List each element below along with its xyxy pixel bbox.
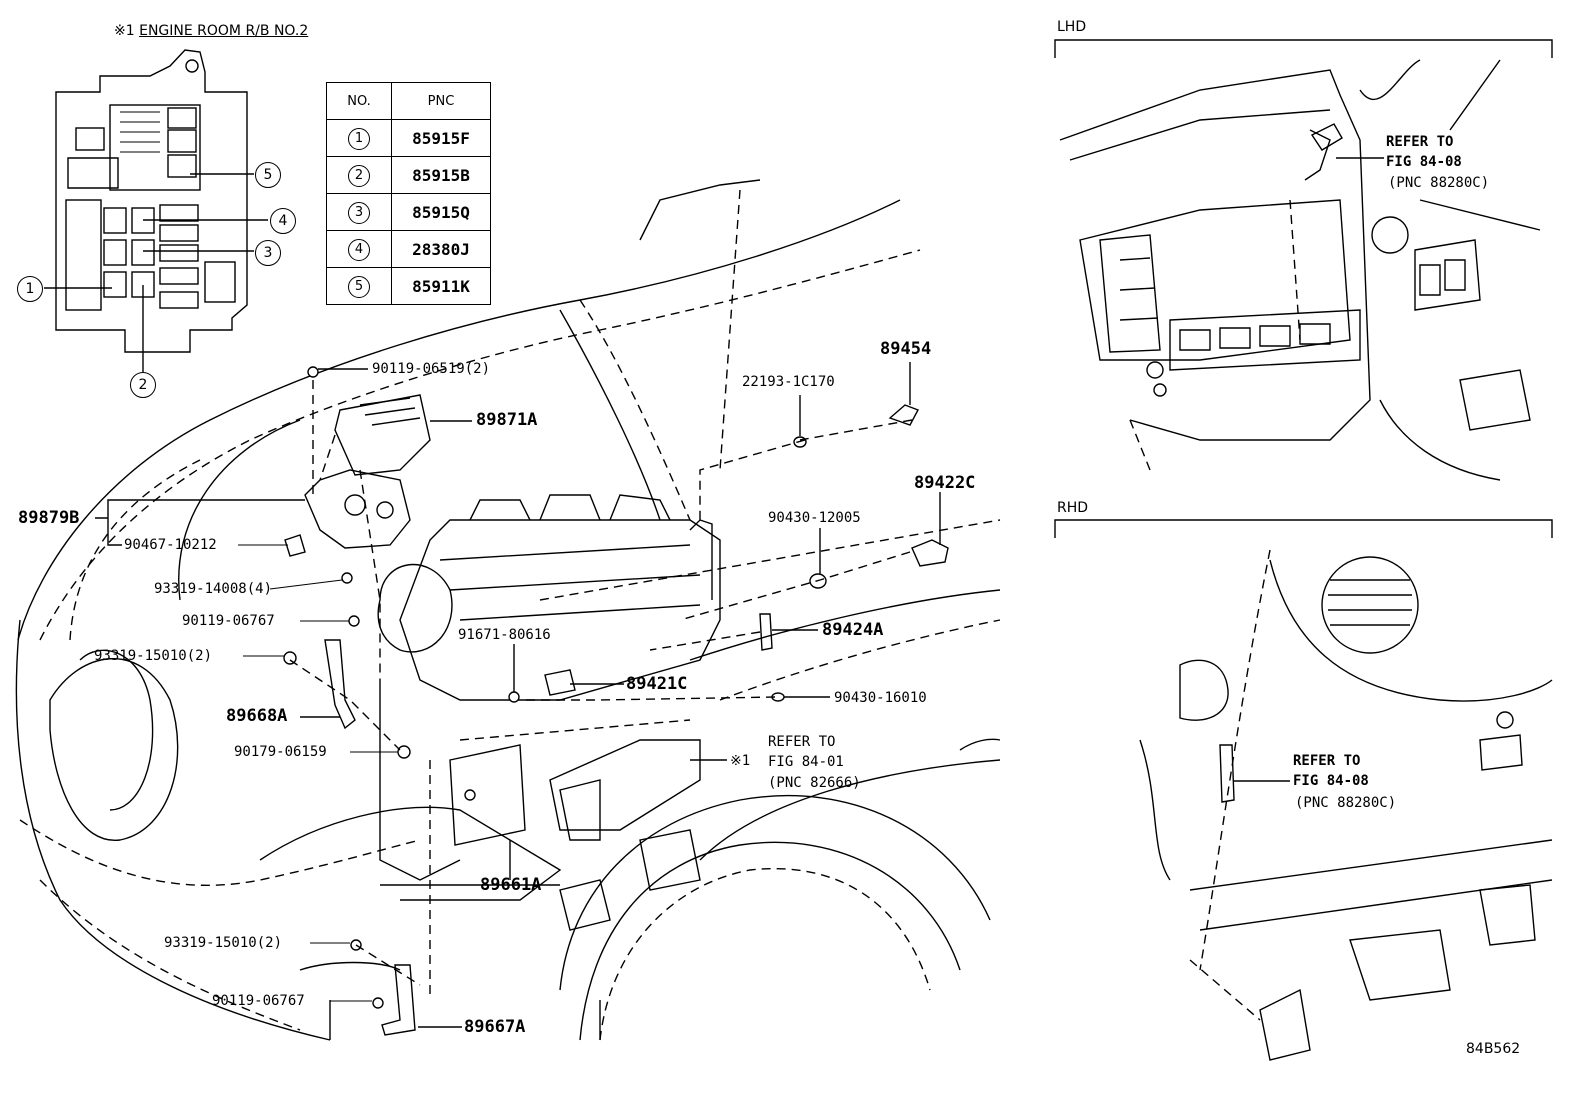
pnc-row-value: 85915B	[391, 156, 491, 194]
pnc-row-no: 4	[348, 238, 370, 261]
part-label-93319-15010-lower: 93319-15010(2)	[164, 935, 283, 951]
lhd-refer-line1: REFER TO	[1386, 134, 1454, 150]
pnc-row-value: 85915F	[391, 119, 491, 157]
refer-main-line2: FIG 84-01	[768, 754, 844, 770]
pnc-row-value: 28380J	[391, 230, 491, 268]
part-label-90119-06519: 90119-06519(2)	[372, 361, 491, 377]
part-label-90119-06767-upper: 90119-06767	[182, 613, 275, 629]
pnc-row-no: 2	[348, 164, 370, 187]
relay-callout-leaders	[44, 173, 268, 372]
table-row: 3 85915Q	[326, 193, 491, 231]
part-label-93319-14008: 93319-14008(4)	[154, 581, 273, 597]
table-row: 1 85915F	[326, 119, 491, 157]
lhd-panel	[1054, 39, 1553, 481]
part-label-89422c: 89422C	[914, 473, 976, 493]
relay-box-title-mark: ※1	[114, 23, 135, 39]
refer-main-mark: ※1	[730, 753, 751, 769]
figure-id: 84B562	[1466, 1041, 1521, 1057]
rhd-title: RHD	[1057, 500, 1089, 516]
part-label-89667a: 89667A	[464, 1017, 526, 1037]
rhd-refer-line1: REFER TO	[1293, 753, 1361, 769]
part-label-93319-15010-upper: 93319-15010(2)	[94, 648, 213, 664]
lhd-refer-line2: FIG 84-08	[1386, 154, 1462, 170]
pnc-table: NO. PNC 1 85915F 2 85915B 3 85915Q 4 283…	[326, 82, 491, 305]
part-label-89879b: 89879B	[18, 508, 80, 528]
part-label-89668a: 89668A	[226, 706, 288, 726]
table-row: 2 85915B	[326, 156, 491, 194]
part-label-90430-16010: 90430-16010	[834, 690, 927, 706]
sensor-drawings	[544, 404, 949, 702]
lhd-title: LHD	[1057, 19, 1087, 35]
part-label-89454: 89454	[880, 339, 932, 359]
relay-callout-2: 2	[130, 372, 156, 398]
relay-callout-4: 4	[270, 208, 296, 234]
part-label-89421c: 89421C	[626, 674, 688, 694]
table-row: 5 85911K	[326, 267, 491, 305]
rhd-refer-line2: FIG 84-08	[1293, 773, 1369, 789]
relay-box-title-text: ENGINE ROOM R/B NO.2	[139, 23, 309, 39]
engine-drawing	[377, 494, 721, 931]
pnc-row-no: 1	[348, 127, 370, 150]
refer-main-line3: (PNC 82666)	[768, 775, 861, 791]
part-label-90119-06767-lower: 90119-06767	[212, 993, 305, 1009]
part-label-89424a: 89424A	[822, 620, 884, 640]
pnc-row-value: 85915Q	[391, 193, 491, 231]
table-row: 4 28380J	[326, 230, 491, 268]
part-label-89661a: 89661A	[480, 875, 542, 895]
part-label-90430-12005: 90430-12005	[768, 510, 861, 526]
relay-box-drawing	[55, 49, 248, 353]
pnc-row-value: 85911K	[391, 267, 491, 305]
pnc-header-pnc: PNC	[391, 82, 491, 120]
part-label-91671-80616: 91671-80616	[458, 627, 551, 643]
part-label-89871a: 89871A	[476, 410, 538, 430]
relay-callout-5: 5	[255, 162, 281, 188]
pnc-row-no: 3	[348, 201, 370, 224]
vehicle-outline	[15, 179, 1001, 1041]
relay-box-title: ※1 ENGINE ROOM R/B NO.2	[114, 24, 308, 38]
part-label-90179-06159: 90179-06159	[234, 744, 327, 760]
rhd-refer-line3: (PNC 88280C)	[1295, 795, 1397, 811]
relay-callout-3: 3	[255, 240, 281, 266]
ecu-bracket-drawing	[283, 366, 520, 1036]
pnc-header-no: NO.	[326, 82, 392, 120]
part-leader-lines	[95, 362, 941, 1028]
part-label-22193-1c170: 22193-1C170	[742, 374, 835, 390]
part-label-90467-10212: 90467-10212	[124, 537, 217, 553]
lhd-refer-line3: (PNC 88280C)	[1388, 175, 1490, 191]
pnc-row-no: 5	[348, 275, 370, 298]
pnc-table-header: NO. PNC	[326, 82, 491, 120]
rhd-panel	[1054, 519, 1553, 1061]
relay-callout-1: 1	[17, 276, 43, 302]
assembly-dashed-lines	[289, 380, 913, 1000]
refer-main-line1: REFER TO	[768, 734, 836, 750]
